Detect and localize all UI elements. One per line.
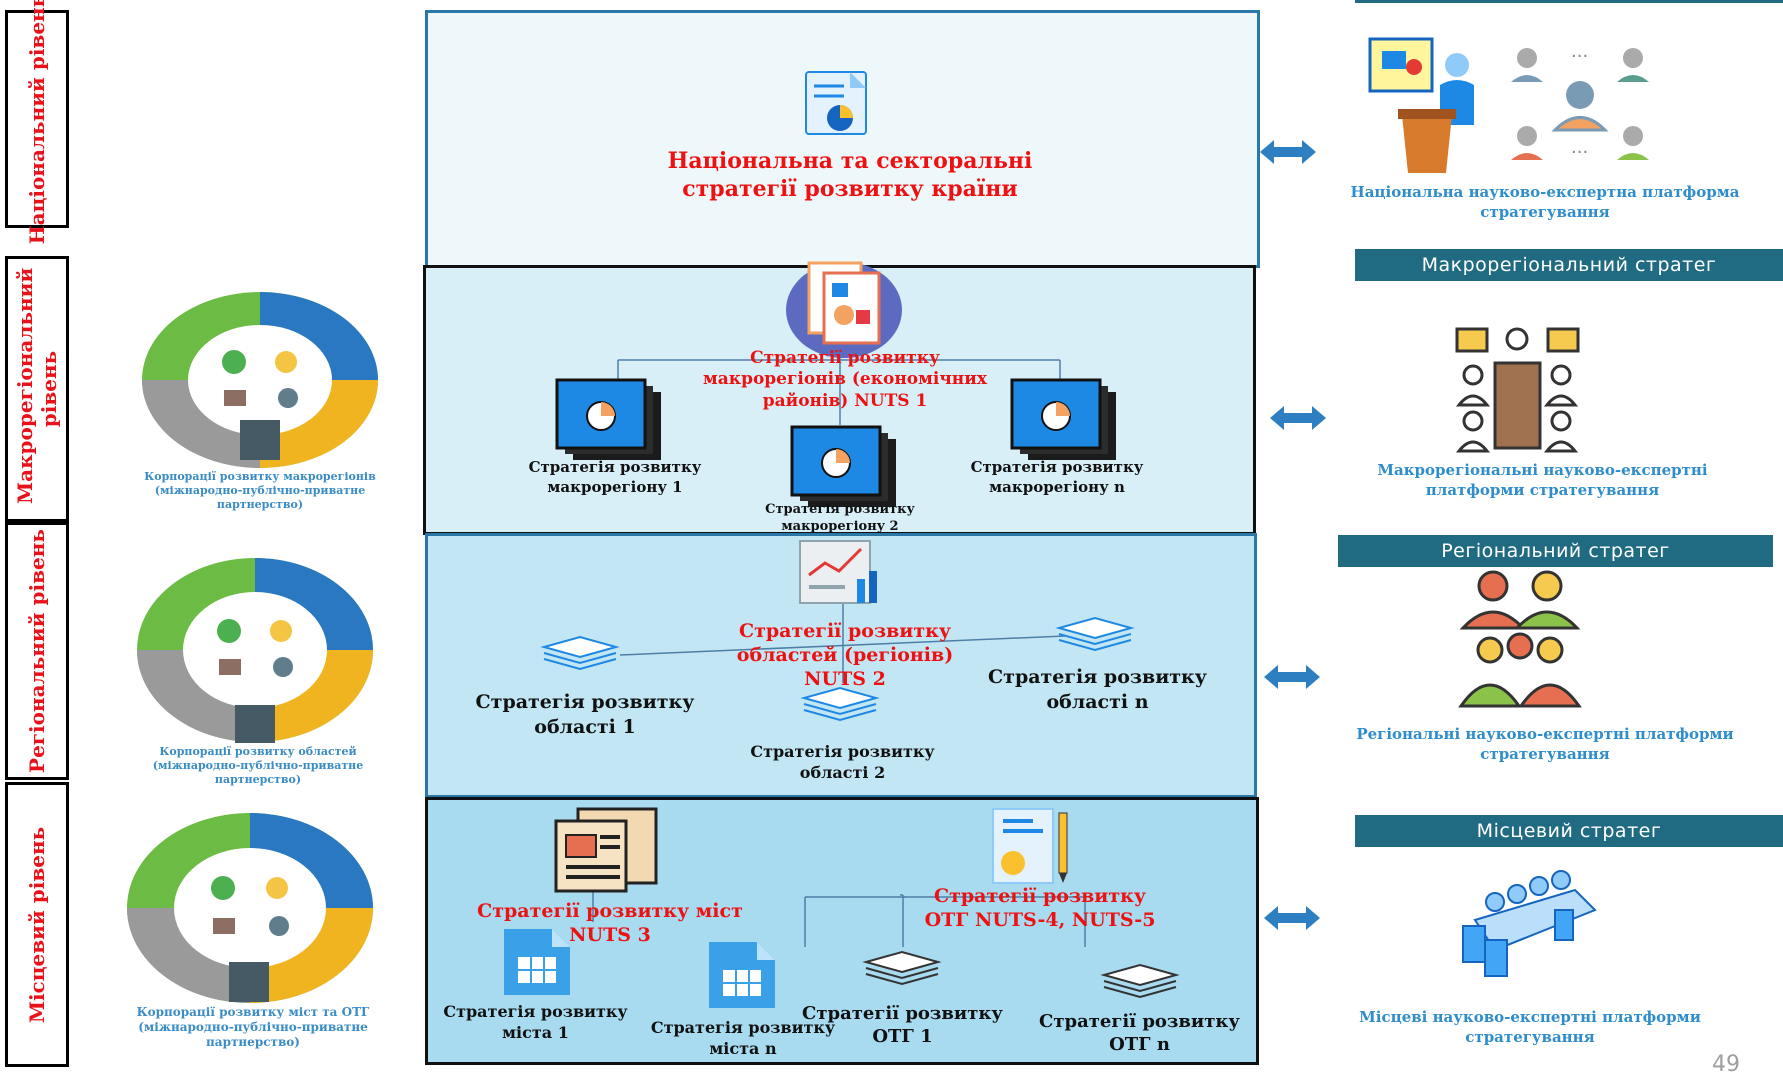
level-macro-label: Макрорегіональний рівень [13, 267, 61, 504]
regional-item-n: Стратегія розвитку області n [988, 666, 1207, 713]
regional-item-2: Стратегія розвитку області 2 [750, 742, 935, 782]
presenter-icon [1368, 37, 1474, 173]
city-table-icon-1 [504, 929, 570, 995]
discussion-panel-icon [1455, 327, 1580, 453]
double-arrow-icon-local [1264, 906, 1320, 930]
macro-item-1: Стратегія розвитку макрорегіону 1 [528, 458, 702, 496]
local-city-1: Стратегія розвитку міста 1 [443, 1002, 628, 1042]
local-otg-title: Стратегії розвитку ОТГ NUTS-4, NUTS-5 [924, 885, 1156, 931]
level-national: Національний рівень [5, 0, 69, 244]
team-network-icon: ··· ··· [1511, 46, 1649, 163]
level-local-label: Місцевий рівень [25, 826, 49, 1023]
local-platform-label: Місцеві науково-експертні платформи стра… [1359, 1008, 1701, 1046]
document-chart-icon [805, 71, 867, 135]
regional-ribbon: Регіональний стратег [1338, 535, 1773, 567]
city-table-icon-n [709, 942, 775, 1008]
corp-macro-label: Корпорації розвитку макрорегіонів (міжна… [144, 470, 376, 511]
local-city-n: Стратегія розвитку міста n [650, 1018, 836, 1058]
panel-national [425, 10, 1260, 268]
macro-title: Стратегії розвитку макрорегіонів (економ… [703, 348, 987, 411]
meeting-table-icon [1462, 870, 1597, 977]
macro-item-2: Стратегія розвитку макрорегіону 2 [765, 502, 915, 534]
level-macro: Макрорегіональний рівень [5, 256, 69, 522]
local-cities-title: Стратегії розвитку міст NUTS 3 [477, 900, 743, 946]
regional-platform-label: Регіональні науково-експертні платформи … [1356, 725, 1734, 763]
macro-connectors [617, 325, 1061, 425]
regional-stack-icon-1 [540, 635, 620, 671]
corp-local-label: Корпорації розвитку міст та ОТГ (міжнаро… [136, 1005, 370, 1049]
national-platform-label: Національна науково-експертна платформа … [1350, 183, 1740, 221]
corp-circle-regional [137, 558, 373, 743]
national-title: Національна та секторальні стратегії роз… [667, 148, 1033, 202]
regional-stack-icon-2 [800, 686, 880, 722]
level-national-label: Національний рівень [25, 0, 49, 245]
page-number: 49 [1712, 1052, 1740, 1077]
audience-icon [1458, 570, 1582, 708]
otg-report-icon [992, 808, 1068, 884]
double-arrow-icon-macro [1270, 406, 1326, 430]
local-otg-1: Стратегії розвитку ОТГ 1 [802, 1003, 1003, 1048]
regional-title: Стратегії розвитку областей (регіонів) N… [736, 620, 954, 690]
corp-circle-local [127, 813, 373, 1003]
regional-item-1: Стратегія розвитку області 1 [475, 691, 695, 738]
double-arrow-icon-regional [1264, 665, 1320, 689]
level-regional-label: Регіональний рівень [25, 529, 49, 773]
macro-report-icon [786, 261, 902, 358]
regional-report-icon [799, 540, 877, 604]
corp-circle-macro [142, 292, 378, 468]
top-ribbon-edge [1355, 0, 1783, 3]
double-arrow-icon-national [1260, 140, 1316, 164]
macro-ribbon: Макрорегіональний стратег [1355, 249, 1783, 281]
otg-stack-icon-1 [862, 950, 942, 986]
svg-text:···: ··· [1571, 46, 1588, 67]
svg-text:···: ··· [1571, 142, 1588, 163]
corp-regional-label: Корпорації розвитку областей (міжнародно… [152, 745, 364, 786]
otg-stack-icon-n [1100, 963, 1180, 999]
macro-platform-label: Макрорегіональні науково-експертні платф… [1377, 461, 1708, 499]
local-ribbon: Місцевий стратег [1355, 815, 1783, 847]
macro-monitor-icon-n [1010, 378, 1116, 460]
level-local: Місцевий рівень [5, 782, 69, 1067]
newspaper-icon [554, 807, 658, 893]
local-connectors [592, 887, 1086, 947]
level-regional: Регіональний рівень [5, 522, 69, 780]
regional-connectors [619, 593, 1066, 683]
local-otg-n: Стратегії розвитку ОТГ n [1039, 1011, 1240, 1056]
macro-monitor-icon-1 [555, 378, 661, 460]
macro-monitor-icon-2 [790, 425, 896, 507]
macro-item-n: Стратегія розвитку макрорегіону n [970, 458, 1144, 496]
regional-stack-icon-n [1055, 616, 1135, 652]
